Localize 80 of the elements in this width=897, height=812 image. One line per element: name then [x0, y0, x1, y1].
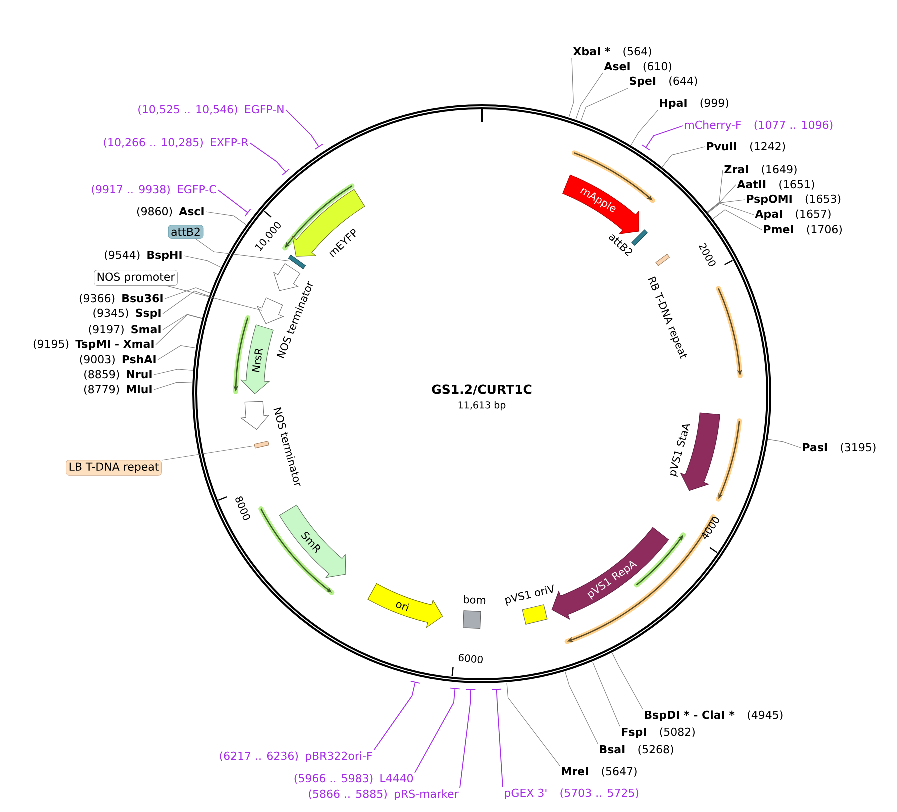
primer-label: (6217 .. 6236) pBR322ori-F: [220, 752, 372, 762]
primer-label: (5966 .. 5983) L4440: [294, 774, 414, 784]
leader-line: [166, 286, 262, 311]
leader-line: [708, 184, 736, 213]
tick-label: 6000: [458, 654, 483, 664]
leader-line: [164, 288, 210, 300]
site-label: MreI (5647): [562, 767, 637, 777]
leader-line: [630, 110, 658, 146]
tick-label: 8000: [236, 496, 250, 520]
leader-line: [195, 238, 291, 262]
site-label: FspI (5082): [622, 728, 695, 738]
leader-line: [154, 382, 192, 390]
site-label: (9366) Bsu36I: [80, 294, 163, 304]
plasmid-size: 11,613 bp: [458, 401, 506, 411]
leader-line: [662, 146, 706, 168]
leader-line: [218, 190, 252, 217]
site-label: (9195) TspMI - XmaI: [34, 340, 154, 350]
site-label: HpaI (999): [660, 98, 729, 110]
feature-label: bom: [464, 595, 486, 604]
feature-label: pVS1 oriV: [505, 584, 554, 606]
primer-label: (5866 .. 5885) pRS-marker: [309, 790, 459, 800]
leader-line: [250, 142, 290, 176]
site-label: (9197) SmaI: [89, 325, 161, 335]
site-label: AatII (1651): [737, 180, 814, 190]
leader-line: [162, 446, 254, 461]
site-label: AseI (610): [604, 62, 672, 72]
leader-line: [374, 680, 420, 751]
site-label: (9345) SspI: [94, 308, 161, 320]
primer-label: (9917 .. 9938) EGFP-C: [92, 185, 216, 195]
site-label: XbaI * (564): [573, 47, 652, 57]
site-label: (9544) BspHI: [105, 250, 182, 262]
leader-line: [156, 314, 202, 346]
primer-label: mCherry-F (1077 .. 1096): [685, 120, 833, 132]
site-label: PmeI (1706): [764, 225, 842, 235]
plasmid-name: GS1.2/CURT1C: [432, 384, 532, 396]
leader-line: [162, 314, 202, 330]
leader-line: [492, 688, 504, 788]
site-label: BspDI * - ClaI * (4945): [645, 710, 783, 722]
leader-line: [565, 672, 598, 744]
site-label: PspOMI (1653): [747, 194, 841, 206]
site-label: ApaI (1657): [755, 210, 831, 220]
site-label: (9003) PshAI: [80, 355, 156, 365]
feature-bar: [254, 440, 270, 449]
leader-line: [506, 682, 560, 766]
primer-label: pGEX 3' (5703 .. 5725): [505, 788, 639, 800]
leader-line: [184, 256, 222, 268]
site-label: (8859) NruI: [84, 370, 152, 380]
feature-label: attB2: [168, 225, 204, 239]
leader-line: [460, 689, 476, 789]
leader-line: [286, 110, 324, 150]
feature-label: NOS promoter: [94, 270, 178, 286]
leader-line: [707, 170, 724, 212]
leader-line: [592, 662, 620, 727]
feature-label: LB T-DNA repeat: [66, 460, 162, 476]
primer-label: (10,266 .. 10,285) EXFP-R: [104, 138, 248, 148]
leader-line: [708, 203, 754, 216]
site-label: ZraI (1649): [724, 165, 797, 175]
leader-line: [708, 200, 746, 213]
leader-line: [414, 688, 460, 774]
feature-shape: [256, 298, 284, 324]
leader-line: [712, 210, 762, 230]
leader-line: [154, 369, 194, 376]
leader-line: [768, 439, 802, 448]
feature-bar: [288, 254, 306, 270]
site-label: BsaI (5268): [600, 745, 674, 755]
leader-line: [158, 346, 196, 360]
leader-line: [162, 290, 210, 314]
leader-line: [206, 212, 247, 226]
site-label: SpeI (644): [630, 76, 698, 88]
site-label: (9860) AscI: [137, 207, 204, 217]
site-label: PvuII (1242): [707, 142, 786, 152]
leader-line: [576, 72, 604, 120]
leader-line: [568, 58, 574, 118]
leader-line: [612, 652, 644, 710]
leader-line: [642, 126, 684, 151]
primer-label: (10,525 .. 10,546) EGFP-N: [138, 105, 284, 115]
feature-label: pVS1 StaA: [670, 424, 690, 477]
site-label: PasI (3195): [803, 443, 876, 453]
site-label: (8779) MluI: [84, 385, 152, 395]
leader-line: [580, 88, 628, 122]
